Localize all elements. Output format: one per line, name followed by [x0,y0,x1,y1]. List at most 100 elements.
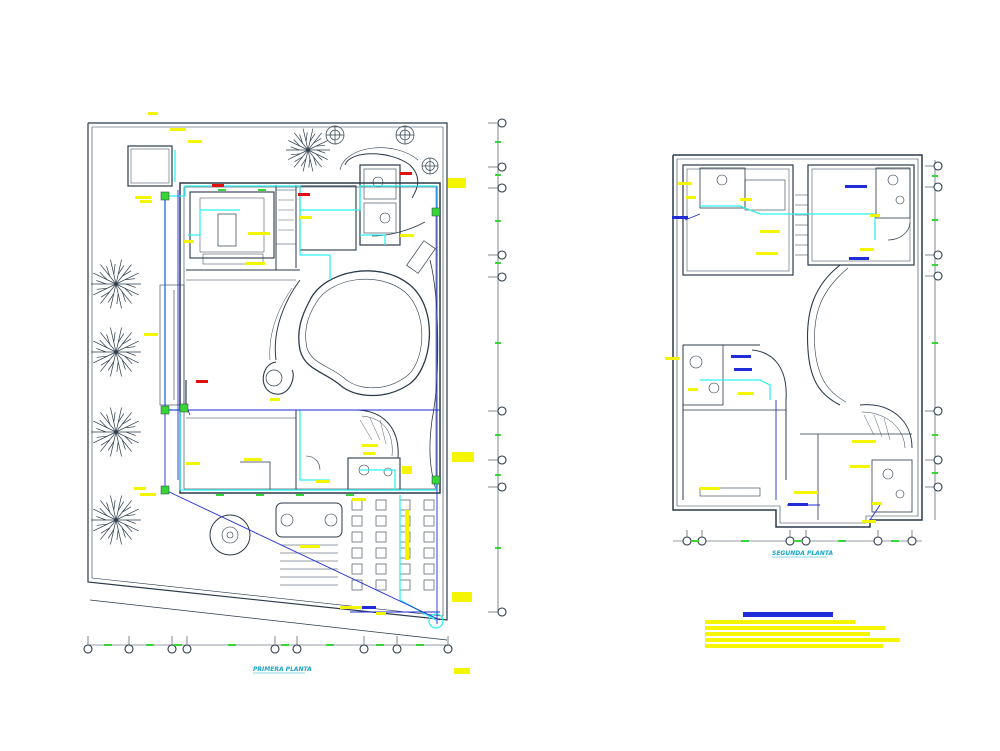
annotation-tag [270,398,280,401]
dim-tick [376,644,384,646]
dim-tick [346,494,354,496]
annotation-tag [686,196,696,199]
grid-bubble [443,644,453,654]
dim-tick [174,644,182,646]
annotation-tag [738,392,754,395]
lot-boundary [87,122,448,621]
annotation-tag [852,440,876,443]
palm-tree [91,259,141,309]
paver [351,499,363,511]
paver [351,579,363,591]
dim-tick [932,472,938,474]
grid-bubble [682,536,692,546]
dim-tick [326,644,334,646]
shrub [395,125,415,145]
annotation-tag [665,357,679,360]
dim-tick [256,494,264,496]
annotation-tag [452,452,474,462]
annotation-tag [862,520,876,523]
annotation-tag [448,178,466,188]
annotation-tag [186,462,200,465]
annotation-labels [134,112,882,674]
annotation-tag [740,198,752,201]
grid-bubble [907,536,917,546]
grid-bubble [497,482,507,492]
drain-pipes [164,186,881,624]
dim-tick [228,644,236,646]
paver [423,547,435,559]
grid-bubble [392,644,402,654]
dim-tick [416,644,424,646]
dim-tick [794,540,802,542]
second-floor-title: SEGUNDA PLANTA [772,550,833,557]
annotation-tag [794,491,818,494]
grid-bubble [801,536,811,546]
annotation-tag [352,498,366,501]
annotation-tag [170,128,186,131]
paver [351,515,363,527]
paver [423,499,435,511]
kitchen [189,191,275,259]
annotation-tag [850,465,870,468]
dim-tick [495,174,501,176]
first-floor-title: PRIMERA PLANTA [253,666,312,673]
grid-bubble [933,455,943,465]
annotation-tag [144,333,158,336]
dim-tick [258,189,266,191]
annotation-tag [340,606,364,609]
palm-tree [91,327,141,377]
paver [399,563,411,575]
grid-bubble [873,536,883,546]
grid-bubble [497,183,507,193]
paver [351,531,363,543]
paver [423,563,435,575]
dim-tick [891,540,899,542]
annotation-tag [405,540,409,560]
second-floor-outline [672,154,923,528]
dim-tick [495,474,501,476]
annotation-tag [405,510,409,540]
house-outline [179,182,441,494]
grid-bubble [933,250,943,260]
grid-bubble [933,271,943,281]
grid-bubble [933,406,943,416]
dim-tick [691,540,699,542]
annotation-tag [760,230,780,233]
dim-tick [495,547,501,549]
grid-bubble [83,644,93,654]
annotation-tag [140,200,152,203]
grid-bubble [124,644,134,654]
palm-tree [91,495,141,545]
fixture-markers [160,191,441,495]
annotation-tag [135,196,151,199]
annotation-tag [362,444,378,447]
paver [375,563,387,575]
annotation-tag [148,112,158,115]
dim-tick [495,220,501,222]
dim-tick [495,262,501,264]
annotation-tag [402,466,412,474]
dim-tick [495,434,501,436]
annotation-tag [300,216,312,219]
annotation-tag [140,493,156,496]
dim-tick [495,342,501,344]
dim-tick [218,189,226,191]
annotation-tag [688,388,698,391]
first-floor-grid-bubbles [83,118,507,654]
grid-bubble [167,644,177,654]
dim-tick [146,644,154,646]
grid-bubble [697,536,707,546]
palm-tree [91,407,141,457]
paver [375,547,387,559]
annotation-tag [316,480,330,483]
grid-bubble [497,406,507,416]
paver [399,579,411,591]
dim-tick [281,644,289,646]
grid-bubble [497,607,507,617]
paver [423,531,435,543]
grid-bubble [933,482,943,492]
dim-tick [932,219,938,221]
paver [375,499,387,511]
paver [351,563,363,575]
